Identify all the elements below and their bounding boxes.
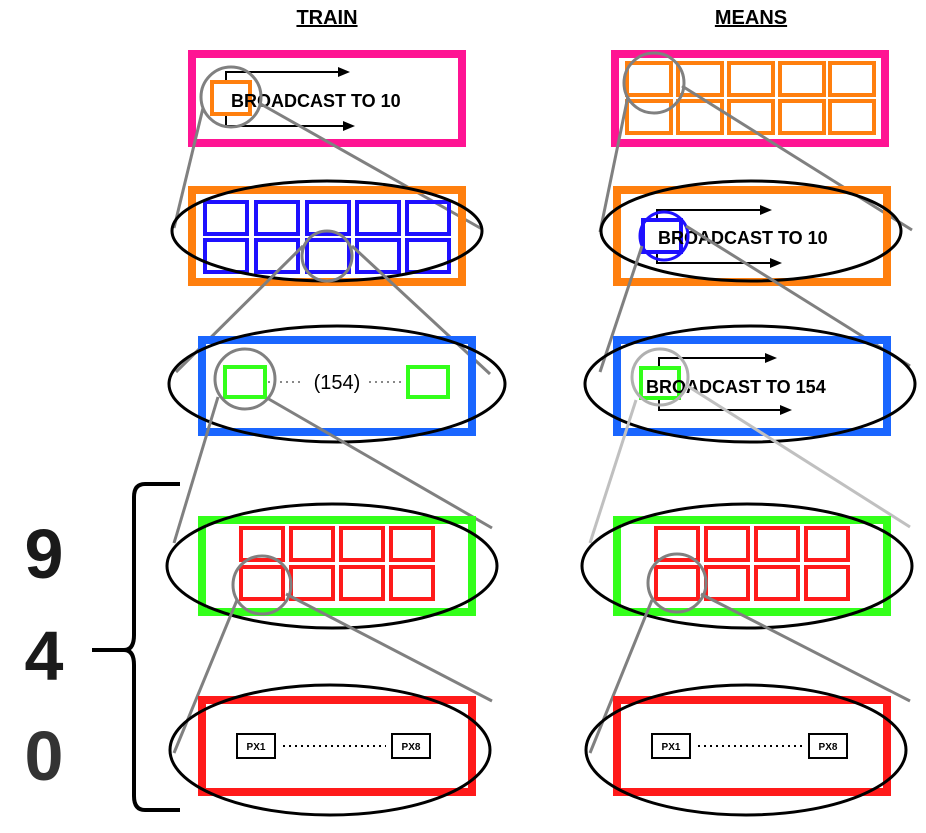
train-px-first: PX1: [247, 742, 266, 753]
train-level4-box: [165, 502, 499, 630]
train-count-label: (154): [314, 372, 361, 394]
train-level1-box: BROADCAST TO 10: [188, 50, 466, 147]
svg-text:4: 4: [25, 617, 64, 695]
svg-text:9: 9: [25, 515, 64, 593]
means-px-last: PX8: [819, 742, 838, 753]
means-level1-box: [611, 50, 889, 147]
means-level4-box: [580, 502, 914, 630]
means-broadcast-10-label: BROADCAST TO 10: [658, 228, 828, 248]
train-broadcast-label: BROADCAST TO 10: [231, 91, 401, 111]
brace: [92, 482, 180, 812]
train-header: TRAIN: [296, 7, 357, 29]
digit-0-image: 0: [25, 717, 64, 795]
means-broadcast-154-label: BROADCAST TO 154: [646, 377, 826, 397]
digit-4-image: 4: [25, 617, 64, 695]
means-level2-box: BROADCAST TO 10: [599, 179, 903, 286]
means-level3-box: BROADCAST TO 154: [583, 324, 917, 444]
train-level3-box: (154): [167, 324, 507, 444]
train-level5-box: PX1 PX8: [168, 683, 492, 817]
zoom-circle: [199, 65, 263, 129]
digit-9-image: 9: [25, 515, 64, 593]
train-level2-box: [170, 179, 484, 286]
train-px-last: PX8: [402, 742, 421, 753]
means-header: MEANS: [715, 7, 787, 29]
means-level5-box: PX1 PX8: [584, 683, 908, 817]
svg-text:0: 0: [25, 717, 64, 795]
means-px-first: PX1: [662, 742, 681, 753]
